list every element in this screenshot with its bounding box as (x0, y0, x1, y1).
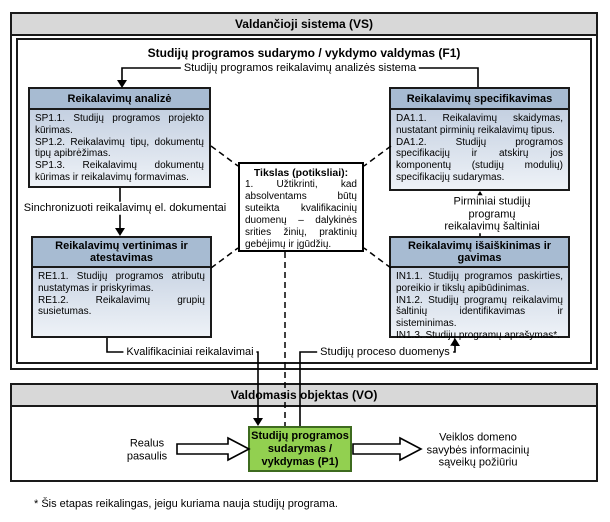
label-analizes-sistema: Studijų programos reikalavimų analizės s… (180, 61, 420, 75)
tikslas-title: Tikslas (potiksliai): (253, 167, 349, 179)
label-sinchronizuoti: Sinchronizuoti reikalavimų el. dokumenta… (20, 201, 230, 215)
box-item: DA1.2. Studijų programos specifikacijų i… (396, 136, 563, 183)
box-item: RE1.2. Reikalavimų grupių susietumas. (38, 294, 205, 318)
tikslas-body: 1. Užtikrinti, kad absolventams būtų sut… (245, 179, 357, 250)
box-reikalavimu-isaiskinimas-title: Reikalavimų išaiškinimas ir gavimas (391, 238, 568, 268)
box-reikalavimu-vertinimas: Reikalavimų vertinimas ir atestavimas RE… (31, 236, 212, 338)
box-item: IN1.3. Studijų programų aprašymas*. (396, 329, 560, 341)
box-item: SP1.3. Reikalavimų dokumentų kūrimas ir … (35, 160, 204, 183)
box-reikalavimu-specifikavimas-title: Reikalavimų specifikavimas (391, 89, 568, 110)
label-proceso: Studijų proceso duomenys (317, 345, 453, 359)
box-item: RE1.1. Studijų programos atributų nustat… (38, 271, 205, 294)
vs-header: Valdančioji sistema (VS) (12, 14, 596, 36)
box-reikalavimu-isaiskinimas-body: IN1.1. Studijų programos paskirties, por… (391, 268, 568, 342)
footnote: * Šis etapas reikalingas, jeigu kuriama … (34, 498, 338, 510)
box-reikalavimu-analize: Reikalavimų analizė SP1.1. Studijų progr… (28, 87, 211, 188)
vo-header: Valdomasis objektas (VO) (12, 385, 596, 407)
box-item: SP1.2. Reikalavimų tipų, dokumentų tipų … (35, 136, 204, 160)
tikslas-box: Tikslas (potiksliai): 1. Užtikrinti, kad… (238, 162, 364, 252)
label-kvalifikaciniai: Kvalifikaciniai reikalavimai (123, 345, 257, 359)
label-veiklos-domeno: Veiklos domeno savybės informacinių sąve… (426, 431, 530, 469)
box-reikalavimu-analize-body: SP1.1. Studijų programos projekto kūrima… (30, 110, 209, 184)
process-p1-box: Studijų programos sudarymas / vykdymas (… (248, 426, 352, 472)
box-item: DA1.1. Reikalavimų skaidymas, nustatant … (396, 113, 563, 136)
box-reikalavimu-specifikavimas: Reikalavimų specifikavimas DA1.1. Reikal… (389, 87, 570, 191)
box-item: IN1.1. Studijų programos paskirties, por… (396, 271, 563, 294)
box-reikalavimu-vertinimas-title: Reikalavimų vertinimas ir atestavimas (33, 238, 210, 268)
f1-title: Studijų programos sudarymo / vykdymo val… (147, 46, 461, 60)
box-item: SP1.1. Studijų programos projekto kūrima… (35, 113, 204, 136)
label-pirminiai: Pirminiai studijų programų reikalavimų š… (433, 195, 551, 233)
box-reikalavimu-vertinimas-body: RE1.1. Studijų programos atributų nustat… (33, 268, 210, 318)
label-realus-pasaulis: Realus pasaulis (126, 437, 168, 463)
box-item: IN1.2. Studijų programų reikalavimų šalt… (396, 294, 563, 330)
box-reikalavimu-isaiskinimas: Reikalavimų išaiškinimas ir gavimas IN1.… (389, 236, 570, 341)
box-reikalavimu-analize-title: Reikalavimų analizė (30, 89, 209, 110)
box-reikalavimu-specifikavimas-body: DA1.1. Reikalavimų skaidymas, nustatant … (391, 110, 568, 184)
